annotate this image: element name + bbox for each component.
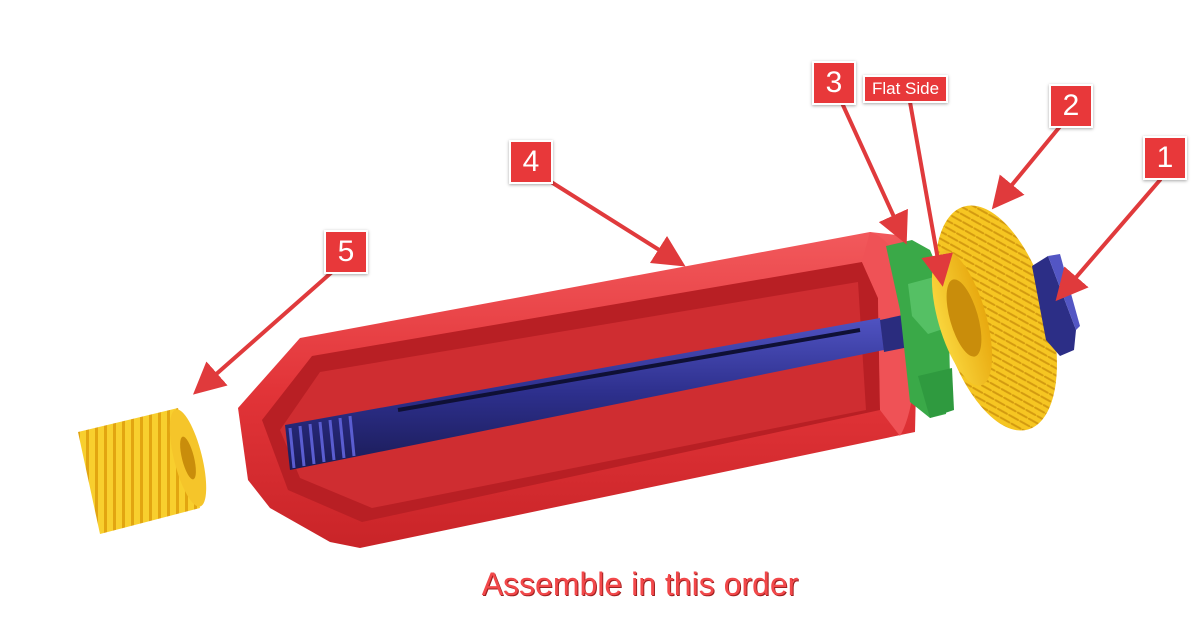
label-part-4: 4 [509,140,553,184]
label-part-3: 3 [812,61,856,105]
part5-knob [78,408,207,534]
arrow-part4 [546,178,686,267]
label-part-1: 1 [1143,136,1187,180]
arrow-flat-side [908,100,953,287]
arrow-part1 [1055,178,1162,302]
arrow-part5 [192,270,334,395]
label-part-2: 2 [1049,84,1093,128]
label-part-5: 5 [324,230,368,274]
label-flat-side: Flat Side [863,75,949,103]
callout-arrows [192,100,1162,395]
assembly-caption: Assemble in this order [481,566,799,602]
arrow-part2 [991,122,1064,210]
arrow-part3 [840,101,908,245]
